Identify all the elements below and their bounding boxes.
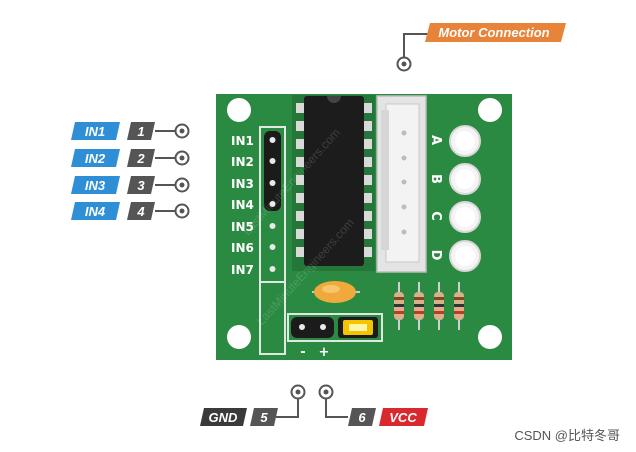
- motor-phase-label: B: [428, 174, 443, 184]
- input-tag-in1: IN1 1: [71, 122, 190, 140]
- resistor: [414, 282, 424, 330]
- pin-number: 4: [136, 204, 145, 219]
- input-label: IN1: [85, 124, 105, 139]
- pin-header-block: [264, 131, 281, 211]
- vcc-label: VCC: [389, 410, 417, 425]
- power-tags: GND 5 6 VCC: [200, 384, 428, 426]
- header-label: IN2: [231, 155, 254, 169]
- pin-number: 2: [136, 151, 145, 166]
- gnd-callout: GND 5: [200, 384, 306, 426]
- header-label: IN3: [231, 177, 254, 191]
- pin-number: 6: [358, 410, 366, 425]
- header-outline: [259, 126, 286, 355]
- mounting-hole: [227, 325, 251, 349]
- vcc-tag: [379, 408, 428, 426]
- input-label: IN3: [85, 178, 106, 193]
- minus-mark: -: [300, 345, 305, 360]
- resistors: [394, 282, 464, 330]
- motor-connection-callout: Motor Connection: [396, 23, 566, 72]
- plus-mark: +: [319, 345, 330, 360]
- input-tags: IN1 1 IN2 2 IN3 3 IN4: [71, 122, 190, 220]
- resistor: [394, 282, 404, 330]
- power-header: - +: [287, 313, 383, 360]
- ic-body: [304, 96, 364, 266]
- motor-leader-line: [403, 33, 428, 64]
- motor-connection-label: Motor Connection: [438, 25, 549, 40]
- motor-connection-tag: [425, 23, 566, 42]
- capacitor: [312, 281, 360, 303]
- motor-connector[interactable]: [376, 95, 427, 273]
- header-label: IN4: [231, 198, 254, 212]
- input-tag-in3: IN3 3: [71, 176, 190, 194]
- header-label: IN5: [231, 220, 254, 234]
- credit-watermark: CSDN @比特冬哥: [514, 428, 620, 443]
- input-label: IN4: [85, 204, 106, 219]
- driver-board: IN1 IN2 IN3 IN4 IN5 IN6 IN7: [216, 94, 512, 360]
- pin-number: 5: [260, 410, 268, 425]
- gnd-tag: [200, 408, 247, 426]
- vcc-callout: 6 VCC: [318, 384, 428, 426]
- input-tag-in2: IN2 2: [71, 149, 190, 167]
- header-label: IN6: [231, 241, 254, 255]
- input-label: IN2: [85, 151, 106, 166]
- phase-leds: [449, 125, 481, 272]
- input-tag-in4: IN4 4: [71, 202, 190, 220]
- pin-number: 1: [137, 124, 144, 139]
- header-label: IN1: [231, 134, 254, 148]
- resistor: [434, 282, 444, 330]
- pin-number: 3: [137, 178, 145, 193]
- ic-pins-left: [296, 103, 304, 257]
- mounting-hole: [478, 325, 502, 349]
- ic-pins-right: [364, 103, 372, 257]
- header-label: IN7: [231, 263, 254, 277]
- header-pins: [264, 131, 281, 272]
- motor-phase-label: C: [428, 211, 443, 221]
- resistor: [454, 282, 464, 330]
- mounting-hole: [478, 98, 502, 122]
- uln2003-chip: [292, 95, 375, 271]
- motor-phase-label: D: [428, 250, 443, 261]
- power-pins: [291, 317, 334, 338]
- gnd-label: GND: [209, 410, 239, 425]
- motor-phase-label: A: [428, 135, 443, 145]
- mounting-hole: [227, 98, 251, 122]
